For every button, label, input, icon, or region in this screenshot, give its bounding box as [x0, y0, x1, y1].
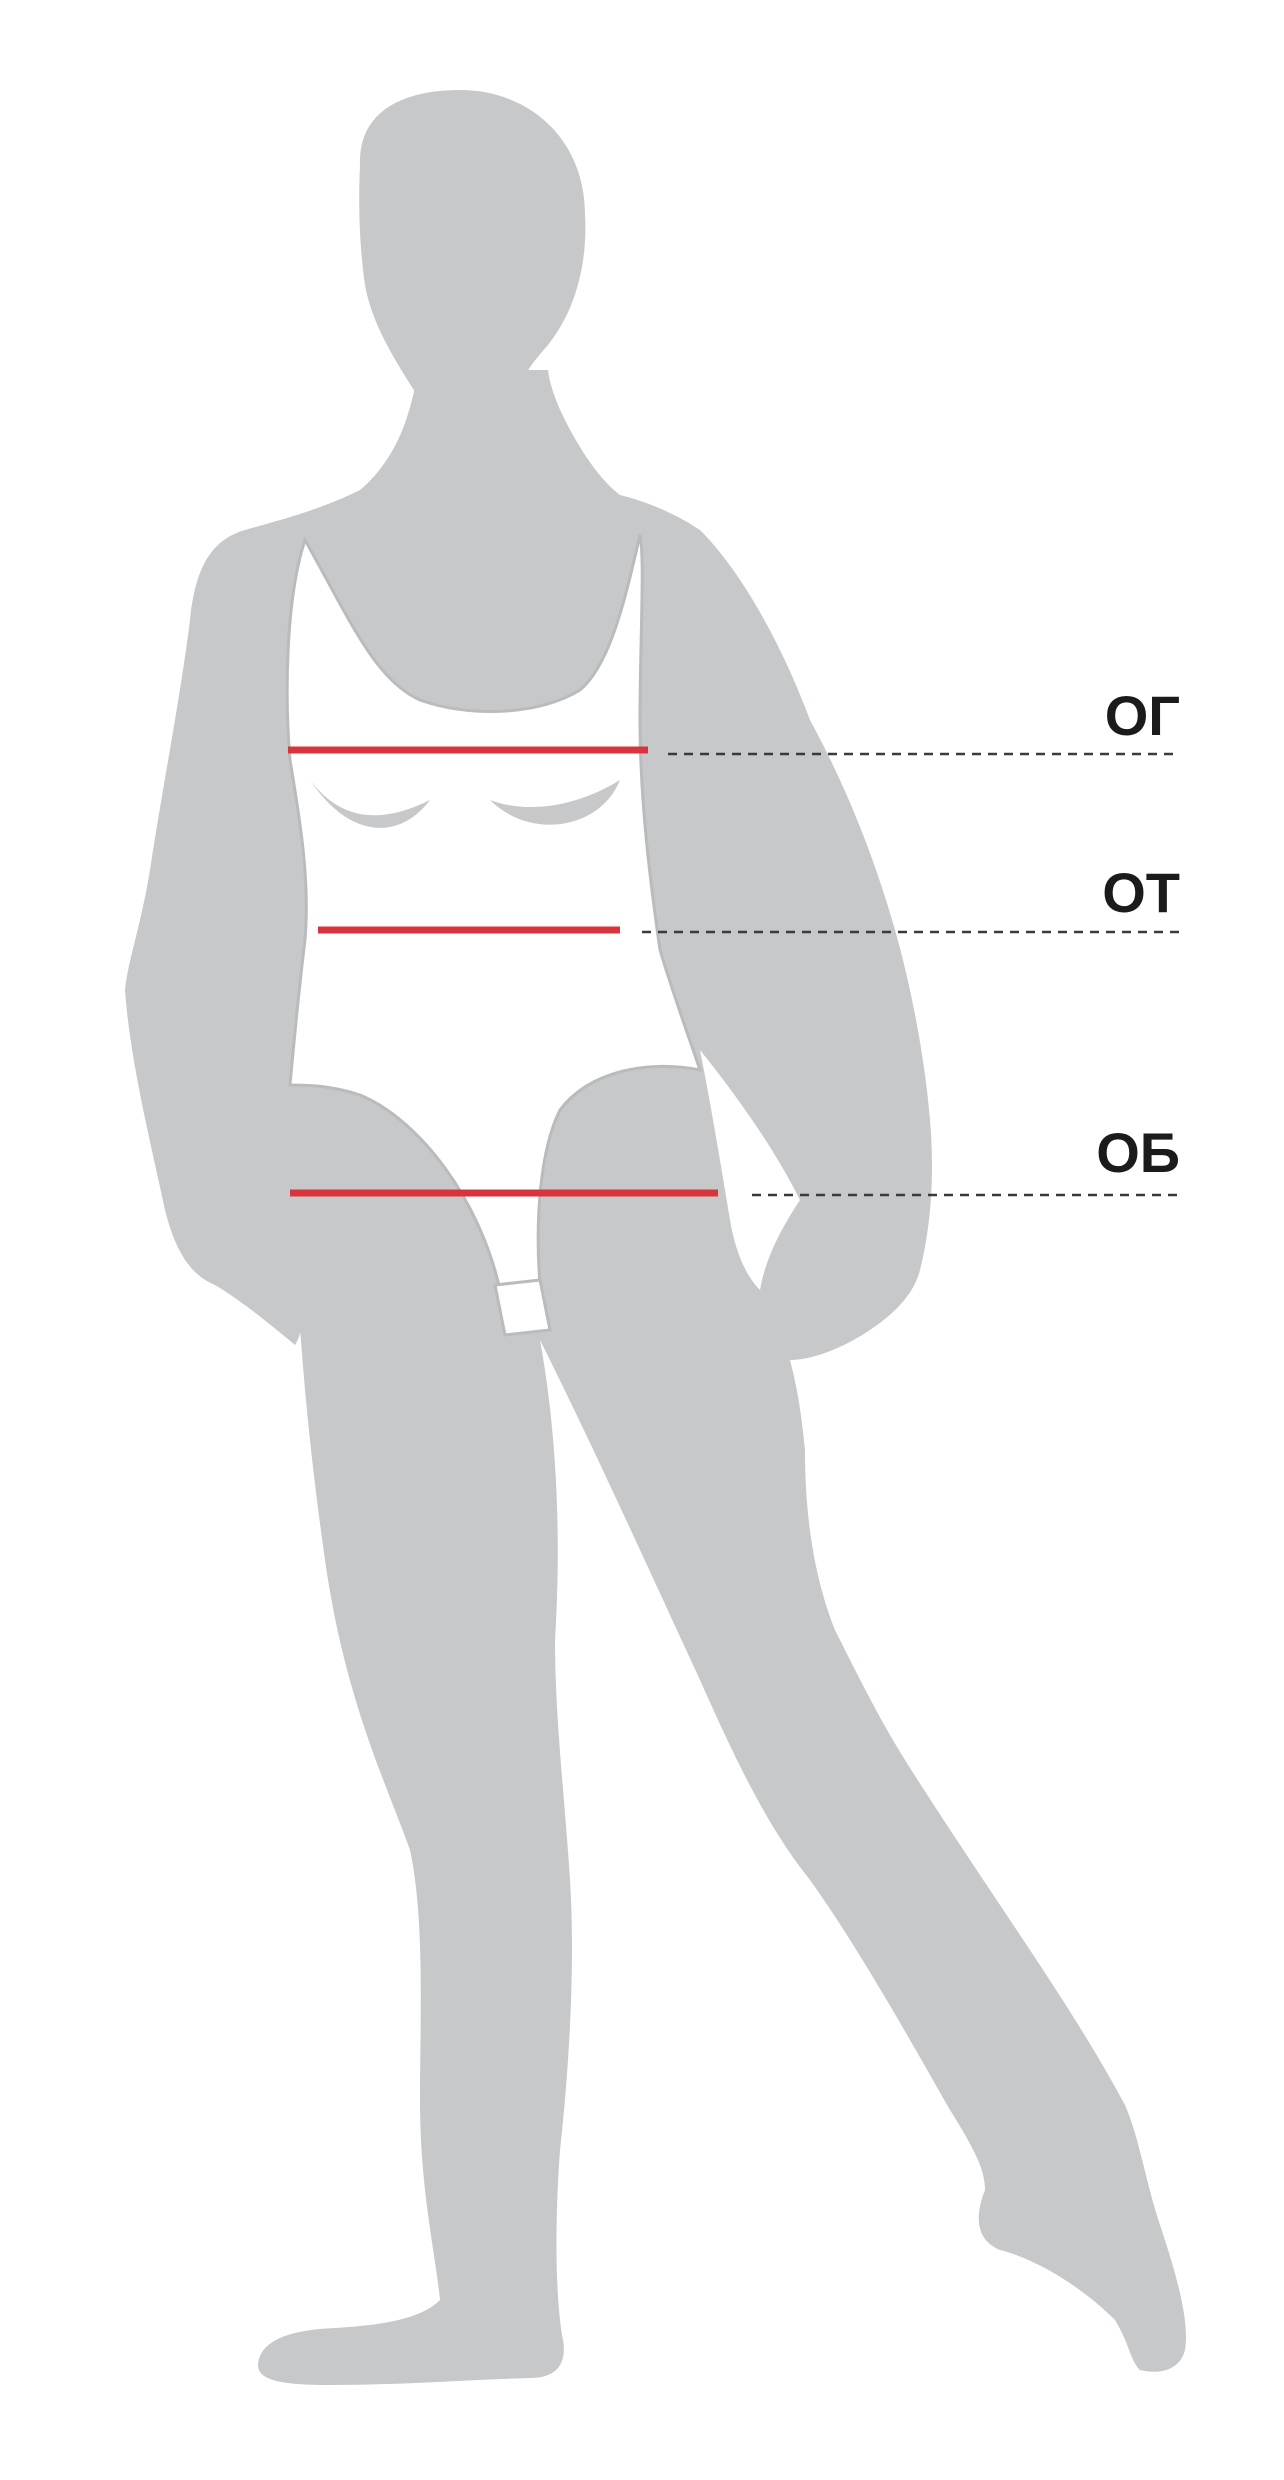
leotard-shape: [285, 534, 703, 1292]
ot-label: ОТ: [1102, 861, 1180, 924]
measurement-ob: ОБ: [290, 1121, 1180, 1197]
head: [359, 90, 586, 400]
bust-shading-left: [310, 780, 430, 828]
measurement-og: ОГ: [288, 684, 1180, 756]
negative-space: [700, 1050, 800, 1290]
ob-label: ОБ: [1096, 1121, 1180, 1184]
body: [125, 370, 1186, 2385]
bust-shading-right: [490, 780, 620, 825]
dancer-silhouette: [125, 90, 1186, 2385]
measurement-ot: ОТ: [318, 861, 1180, 934]
og-label: ОГ: [1105, 684, 1180, 747]
leotard-gusset: [493, 1278, 552, 1337]
leotard: [285, 534, 703, 1337]
